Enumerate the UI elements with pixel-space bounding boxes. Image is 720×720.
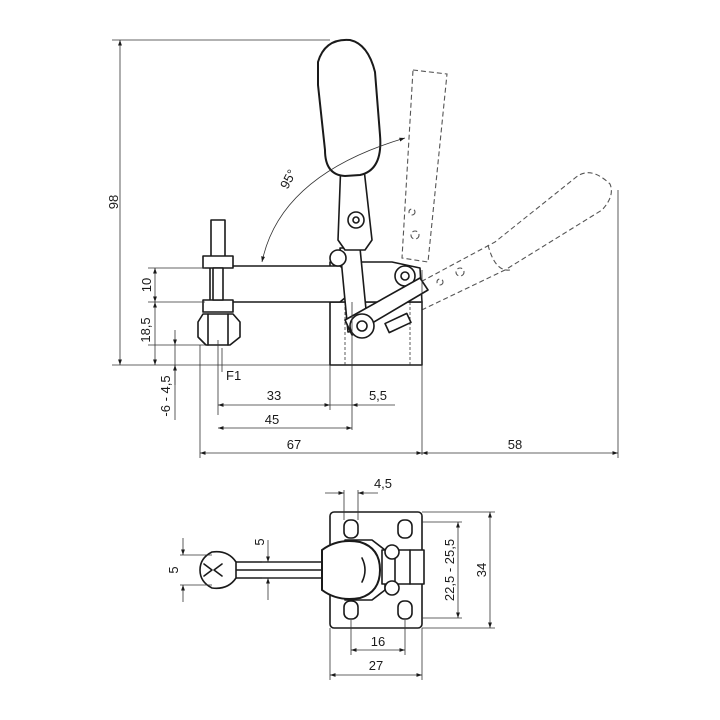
top-handle: [321, 540, 382, 600]
dim-top-27: 27: [369, 658, 383, 673]
dim-top-34: 34: [474, 563, 489, 577]
dim-top-5-right: 5: [252, 538, 267, 545]
spindle: [197, 219, 241, 346]
dim-98: 98: [106, 195, 121, 209]
dim-10: 10: [139, 278, 154, 292]
dim-top-4-5: 4,5: [374, 476, 392, 491]
ghost-handle-flat: [371, 172, 612, 331]
side-view: 95° 98 10 18,5 -6 - 4,5 F1 33: [106, 38, 619, 458]
dim-58: 58: [508, 437, 522, 452]
dim-45: 45: [265, 412, 279, 427]
top-view: 4,5 5 5 22,5 - 25,5 34 16 27: [166, 476, 495, 680]
force-label: F1: [226, 368, 241, 383]
ghost-handle-open: [401, 69, 448, 263]
top-spindle-fork: [199, 550, 237, 590]
angle-label: 95°: [277, 167, 299, 191]
dim-top-16: 16: [371, 634, 385, 649]
dim-5-5: 5,5: [369, 388, 387, 403]
dim-top-22-5-25-5: 22,5 - 25,5: [442, 539, 457, 601]
clamp-arm: [209, 265, 353, 303]
handle-grip: [317, 38, 382, 178]
dim-top-5-left: 5: [166, 566, 181, 573]
dim-67: 67: [287, 437, 301, 452]
dim-neg6-4-5: -6 - 4,5: [158, 375, 173, 416]
dim-33: 33: [267, 388, 281, 403]
dim-18-5: 18,5: [138, 317, 153, 342]
